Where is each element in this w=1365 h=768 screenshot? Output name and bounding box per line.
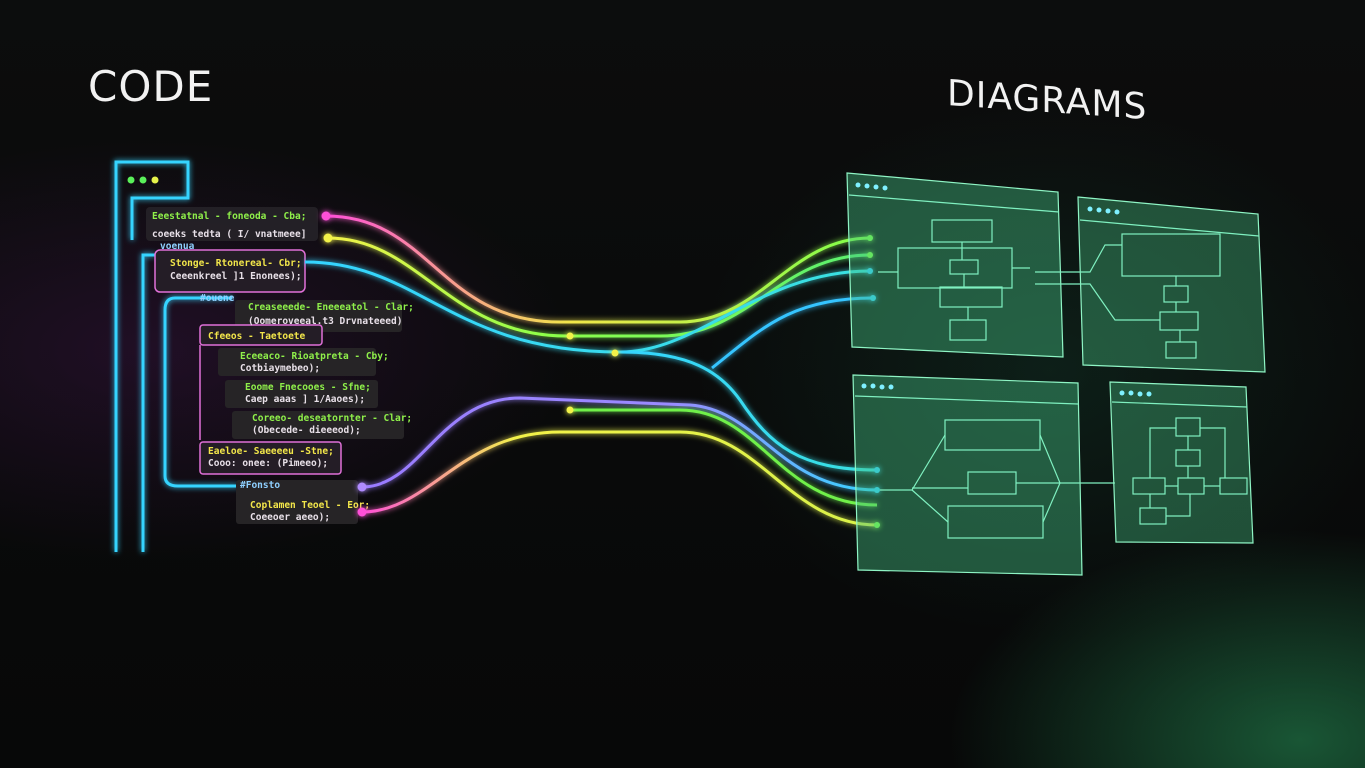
connectors [304,214,878,527]
code-line: Caep aaas ] 1/Aaoes); [245,394,365,405]
diagram-panel [846,172,1064,358]
code-line: (Oomeroveeal.t3 Drvnateeed) [248,316,402,327]
diagram-panel [852,374,1115,576]
diagram-panels [846,172,1266,576]
code-line: Coplamen Teoel - Eor; [250,500,370,511]
code-line: (Obecede- dieeeod); [252,425,361,436]
code-line: Coeeoer aeeo); [250,512,330,523]
window-dots [127,176,159,184]
code-text: Eeestatnal - foneoda - Cba; coeeks tedta… [152,211,414,523]
code-editor-frame [114,160,238,552]
connector-cyan-2 [619,350,878,472]
code-label: #ouene [200,293,235,304]
code-label: Cfeeos - Taetoete [208,331,306,342]
code-line: Ceeenkreel ]1 Enonees); [170,271,302,282]
diagram-panel [1109,381,1254,544]
code-line: Eoome Fnecooes - Sfne; [245,382,371,393]
code-line: Cooo: onee: (Pimeeo); [208,458,328,469]
diagram-panel [1035,196,1266,373]
connector-purple [361,396,878,492]
code-line: Eeestatnal - foneoda - Cba; [152,211,306,222]
connector-blue [711,296,874,370]
code-line: Coreeo- deseatornter - Clar; [252,413,412,424]
code-label: voenua [160,241,195,252]
connector-cyan [304,260,871,354]
code-line: Eaeloe- Saeeeeu -Stne; [208,446,334,457]
connector-green-2 [570,408,878,507]
connector-pink [325,214,871,324]
connector-endpoints [321,211,880,528]
code-line: Eceeaco- Rioatpreta - Cby; [240,351,389,362]
code-line: coeeks tedta ( I/ vnatmeee] [152,229,306,240]
connector-yellow [361,430,878,527]
code-boxes [146,207,404,524]
code-heading: CODE [88,62,214,111]
code-line: Stonge- Rtonereal- Cbr; [170,258,302,269]
code-line: Cotbiaymebeo); [240,363,320,374]
code-label: #Fonsto [240,480,280,491]
code-line: Creaseeede- Eneeeatol - Clar; [248,302,414,313]
